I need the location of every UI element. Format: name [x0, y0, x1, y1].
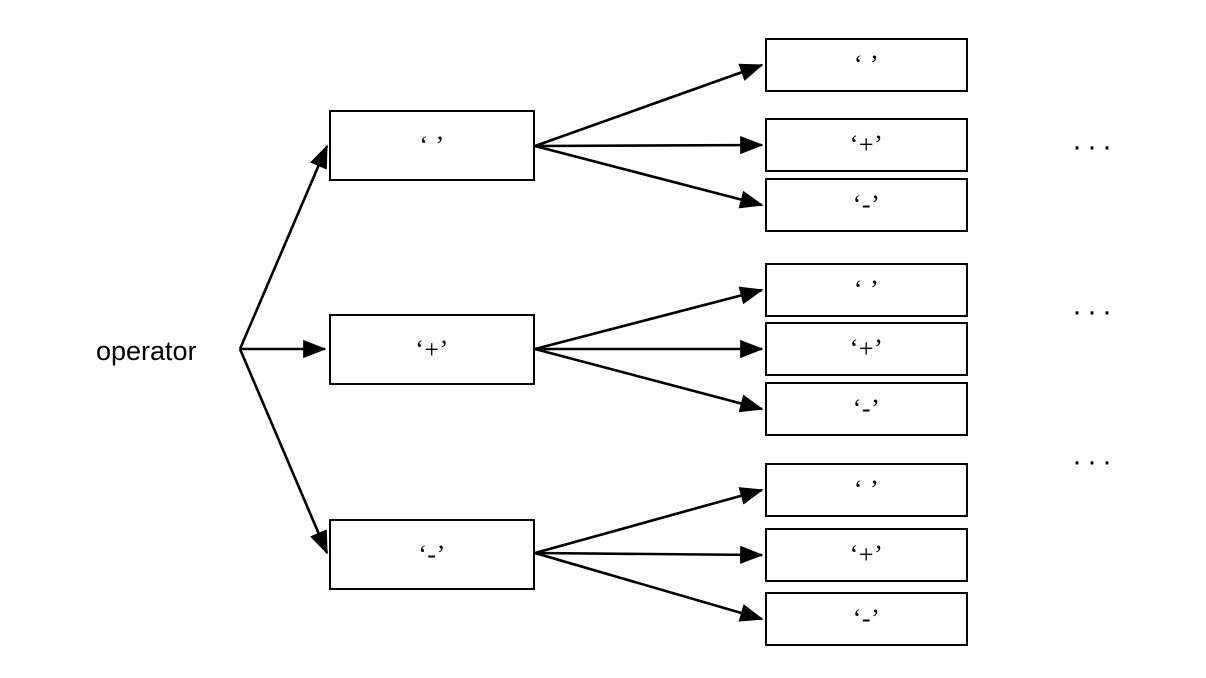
root-edges: [238, 144, 329, 555]
edge-minus-to-space: [534, 487, 764, 555]
level2-g3-node-minus[interactable]: ‘-’: [765, 592, 968, 646]
level2-g2-node-space-label: ‘ ’: [853, 275, 880, 304]
level2-g2-node-space[interactable]: ‘ ’: [765, 263, 968, 317]
level2-g3-node-space-label: ‘ ’: [853, 475, 880, 504]
level2-g2-node-minus[interactable]: ‘-’: [765, 382, 968, 436]
group-3-edges: [534, 487, 764, 622]
level2-g1-node-space-label: ‘ ’: [853, 50, 880, 79]
level2-g3-node-minus-label: ‘-’: [852, 604, 881, 633]
level2-g2-node-plus-label: ‘+’: [849, 334, 884, 363]
level2-g1-ellipsis: ···: [1072, 130, 1117, 163]
level2-g3-ellipsis: ···: [1072, 445, 1117, 478]
level1-node-plus[interactable]: ‘+’: [329, 314, 535, 385]
edge-minus-to-minus: [534, 551, 764, 622]
level2-g3-node-space[interactable]: ‘ ’: [765, 463, 968, 517]
level2-g3-node-plus[interactable]: ‘+’: [765, 528, 968, 582]
edge-space-to-minus: [534, 144, 764, 209]
level2-g2-ellipsis: ···: [1072, 295, 1117, 328]
level1-node-space[interactable]: ‘ ’: [329, 110, 535, 181]
edge-plus-to-space: [534, 286, 764, 351]
level2-g2-node-minus-label: ‘-’: [852, 394, 881, 423]
level2-g1-node-minus[interactable]: ‘-’: [765, 178, 968, 232]
level2-g3-node-plus-label: ‘+’: [849, 540, 884, 569]
edge-root-to-minus: [238, 348, 329, 555]
edge-root-to-space: [238, 144, 329, 350]
level1-node-plus-label: ‘+’: [415, 334, 449, 364]
level2-g1-node-minus-label: ‘-’: [852, 190, 881, 219]
edge-space-to-space: [534, 63, 764, 148]
root-label: operator: [96, 336, 197, 366]
level1-node-minus[interactable]: ‘-’: [329, 519, 535, 590]
edge-space-to-plus: [534, 135, 764, 155]
edge-plus-to-minus: [534, 347, 764, 413]
group-1-edges: [534, 63, 764, 209]
level2-g1-node-space[interactable]: ‘ ’: [765, 38, 968, 92]
level2-g2-node-plus[interactable]: ‘+’: [765, 322, 968, 376]
level2-g1-node-plus-label: ‘+’: [849, 130, 884, 159]
level2-g1-node-plus[interactable]: ‘+’: [765, 118, 968, 172]
group-2-edges: [534, 286, 764, 413]
level1-node-minus-label: ‘-’: [418, 539, 446, 569]
edge-minus-to-plus: [534, 545, 764, 564]
level1-node-space-label: ‘ ’: [419, 130, 445, 160]
